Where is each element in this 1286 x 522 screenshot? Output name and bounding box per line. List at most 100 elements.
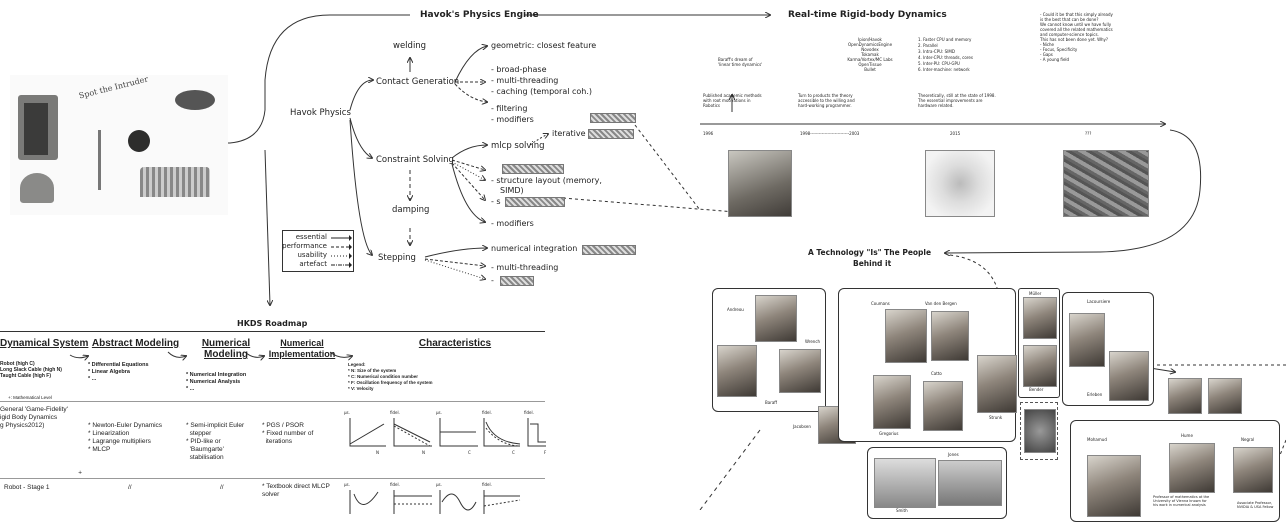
row2-abstract: // — [128, 484, 132, 491]
constraint-solving-node: Constraint Solving — [376, 155, 454, 165]
column-numerical-modeling: Numerical Modeling — [201, 338, 251, 360]
iterative-node: iterative — [552, 129, 586, 138]
robot-shape — [20, 173, 54, 203]
photo-gregorius — [873, 375, 911, 429]
redacted-bar — [502, 164, 564, 174]
photo-hand — [1024, 409, 1056, 453]
photo-wrench — [779, 349, 821, 393]
photo-muller — [1023, 297, 1057, 339]
legend-usability: usability — [297, 251, 327, 259]
spider-shape — [175, 90, 215, 110]
legend-essential: essential — [295, 233, 327, 241]
redacted-bar — [500, 276, 534, 286]
constraint-item: SIMD) — [500, 186, 524, 195]
photo-coumans — [885, 309, 927, 363]
people-title-1: A Technology "Is" The People — [808, 248, 932, 257]
photo-mohamud — [1087, 455, 1141, 517]
connector-lines — [69, 0, 1286, 510]
legend-box: essential performance usability artefact — [282, 230, 354, 272]
constraint-item: - s — [491, 197, 501, 206]
name-jacobsen: Jacobsen — [793, 424, 811, 429]
legend-line-samples — [331, 235, 352, 268]
row2-dynamical: Robot - Stage 1 — [4, 484, 50, 491]
row2-graphs — [349, 490, 521, 514]
roadmap-c3-head: * Numerical Integration* Numerical Analy… — [186, 372, 247, 392]
redacted-bar — [505, 197, 565, 207]
legend-artefact: artefact — [299, 260, 327, 268]
contact-item: - broad-phase — [491, 65, 547, 74]
constraint-item: - modifiers — [491, 219, 534, 228]
contact-item: - filtering — [491, 104, 528, 113]
roadmap-rule — [0, 478, 545, 479]
column-numerical-implementation: Numerical Implementation — [268, 338, 336, 359]
roadmap-top-rule — [0, 331, 545, 332]
year-1998-2003: 1998---------------------------2003 — [800, 131, 860, 136]
welding-node: welding — [393, 41, 427, 51]
roadmap-c2-head: * Differential Equations* Linear Algebra… — [88, 362, 149, 382]
photo-nagal — [1233, 447, 1273, 493]
constraint-item: - structure layout (memory, — [491, 176, 602, 185]
photo-andreou — [755, 295, 797, 342]
intruder-image: Spot the Intruder — [10, 75, 228, 215]
intruder-label: Spot the Intruder — [77, 74, 150, 101]
contact-item: - multi-threading — [491, 76, 559, 85]
note-nagal: Associate Professor,NVIDIA & USA Fellow — [1237, 501, 1274, 509]
photo-lacoursiere — [1069, 313, 1105, 367]
row1-graphs — [349, 418, 546, 447]
havok-engine-header: Havok's Physics Engine — [420, 10, 539, 20]
roadmap-rule — [0, 401, 545, 402]
redacted-bar — [590, 113, 636, 123]
year-1996: 1996 — [703, 131, 714, 136]
people-group-7: Mohamud Hume Negral Professor of mathema… — [1070, 420, 1280, 522]
people-group-5 — [1020, 402, 1058, 460]
door-opening — [24, 103, 48, 155]
contact-item: - modifiers — [491, 115, 534, 124]
year-2015: 2015 — [950, 131, 961, 136]
ball-shape — [128, 130, 150, 152]
damping-node: damping — [392, 205, 430, 215]
people-group-4: Lacoursiere Erleben — [1062, 292, 1154, 406]
contact-generation-node: Contact Generation — [376, 77, 460, 87]
realtime-header: Real-time Rigid-body Dynamics — [788, 10, 947, 20]
photo-erleben — [1109, 351, 1149, 401]
row2-numerical-model: // — [220, 484, 224, 491]
roadmap-title: HKDS Roadmap — [237, 319, 308, 328]
lamp-shape — [98, 130, 101, 190]
photo-simulation — [938, 460, 1002, 506]
mlcp-node: mlcp solving — [491, 141, 545, 151]
roadmap-c5-head: Legend:* N: Size of the system* C: Numer… — [348, 362, 433, 391]
photo-extra-2 — [1208, 378, 1242, 414]
timeline-image-future — [1063, 150, 1149, 217]
photo-catto — [923, 381, 963, 431]
column-dynamical-system: Dynamical System — [0, 338, 89, 349]
row1-dynamical: General 'Game-Fidelity'igid Body Dynamic… — [0, 406, 68, 429]
row1-plus: + — [78, 470, 83, 476]
photo-extra-1 — [1168, 378, 1202, 414]
people-group-1: Andreou Wrench Baraff — [712, 288, 826, 412]
photo-strunk — [977, 355, 1017, 413]
photo-robot-arm — [874, 458, 936, 508]
legend-performance: performance — [282, 242, 327, 250]
timeline-image-2015 — [925, 150, 995, 217]
roadmap-math-level: +: Mathematical Level — [8, 395, 52, 400]
people-group-2: Coumans Van den Bergen Catto Gregorius S… — [838, 288, 1017, 442]
photo-hume — [1169, 443, 1215, 493]
mindmap-root: Havok Physics — [290, 108, 351, 118]
redacted-bar — [582, 245, 636, 255]
photo-baraff — [717, 345, 757, 397]
numint-node: numerical integration — [491, 244, 578, 253]
column-characteristics: Characteristics — [418, 338, 492, 349]
row1-implementation: * PGS / PSOR* Fixed number of iterations — [262, 422, 314, 445]
redacted-bar — [588, 129, 634, 139]
stepping-node: Stepping — [378, 253, 416, 263]
people-title-2: Behind it — [853, 259, 892, 268]
row1-numerical-model: * Semi-implicit Euler stepper* PID-like … — [186, 422, 245, 461]
contact-item: - caching (temporal coh.) — [491, 87, 593, 96]
row1-abstract: * Newton-Euler Dynamics* Linearization* … — [88, 422, 163, 453]
multithreading-node: - multi-threading — [491, 263, 559, 272]
roadmap-c1-head: Robot (high C)Long Slack Cable (high N)T… — [0, 361, 62, 379]
colosseum-shape — [140, 167, 210, 197]
photo-bender — [1023, 345, 1057, 387]
